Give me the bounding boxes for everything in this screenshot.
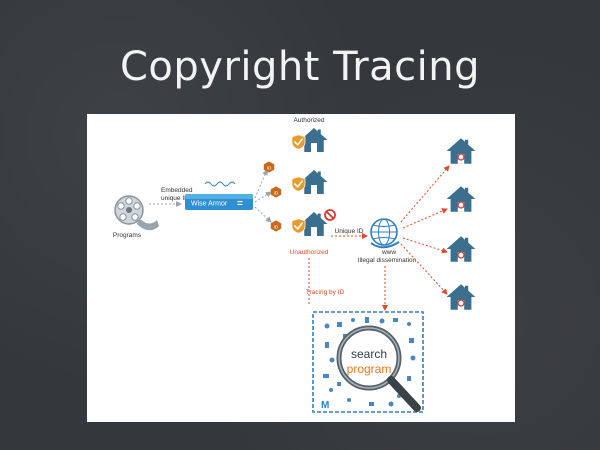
shield-icon (291, 218, 306, 234)
svg-text:ID: ID (267, 166, 272, 171)
copyright-tracing-diagram: Programs Embedded unique ID Wise Armor =… (113, 117, 476, 413)
authorized-label: Authorized (293, 117, 324, 124)
tracing-label: Tracing by ID (306, 289, 345, 296)
svg-text:ID: ID (274, 225, 279, 230)
prohibited-icon (457, 251, 465, 259)
unique-id-label: Unique ID (335, 228, 364, 235)
svg-text:ID: ID (274, 191, 279, 196)
prohibited-icon (457, 201, 465, 209)
brand-logo: M (321, 400, 329, 411)
prohibited-icon (324, 209, 336, 221)
scattered-icons (323, 317, 416, 407)
wise-armor-label: Wise Armor (191, 201, 228, 208)
prohibited-icon (457, 153, 465, 161)
id-badge-1: ID (263, 161, 275, 173)
www-label: www (381, 249, 396, 256)
dissemination-arrow-4 (400, 243, 448, 295)
wise-armor-symbol: = (237, 199, 243, 210)
prohibited-icon (457, 299, 465, 307)
branch-arrow-1 (254, 169, 268, 199)
globe-icon (370, 218, 400, 249)
embedded-label-line2: unique ID (161, 195, 189, 202)
authorized-house-2 (291, 170, 328, 194)
unauthorized-label: Unauthorized (290, 249, 329, 256)
search-program-box: search program M (312, 311, 424, 413)
authorized-house-1 (291, 128, 328, 152)
branch-arrow-2 (254, 191, 272, 203)
magnifier-icon (336, 325, 421, 412)
slide-title: Copyright Tracing (119, 44, 481, 90)
wise-armor-box: Wise Armor = (185, 181, 253, 210)
id-badge-3: ID (270, 220, 282, 232)
illegal-dissemination-label: Illegal dissemination (358, 257, 417, 264)
wave-icon (204, 181, 236, 187)
search-word: search (351, 347, 387, 361)
dissemination-arrow-3 (402, 237, 448, 254)
id-badge-2: ID (270, 186, 282, 198)
programs-label: Programs (113, 232, 142, 239)
pirated-house-2 (446, 186, 476, 212)
pirated-house-4 (446, 284, 476, 310)
pirated-house-3 (446, 236, 476, 262)
branch-arrow-3 (254, 206, 272, 223)
program-word: program (347, 362, 392, 376)
unauthorized-house (291, 212, 328, 236)
pirated-house-1 (446, 138, 476, 164)
embedded-label-line1: Embedded (161, 187, 193, 194)
dissemination-arrow-1 (400, 165, 450, 223)
film-reel-icon (114, 195, 159, 231)
shield-icon (291, 176, 306, 192)
shield-icon (291, 134, 306, 150)
diagram-panel: Programs Embedded unique ID Wise Armor =… (87, 114, 515, 422)
